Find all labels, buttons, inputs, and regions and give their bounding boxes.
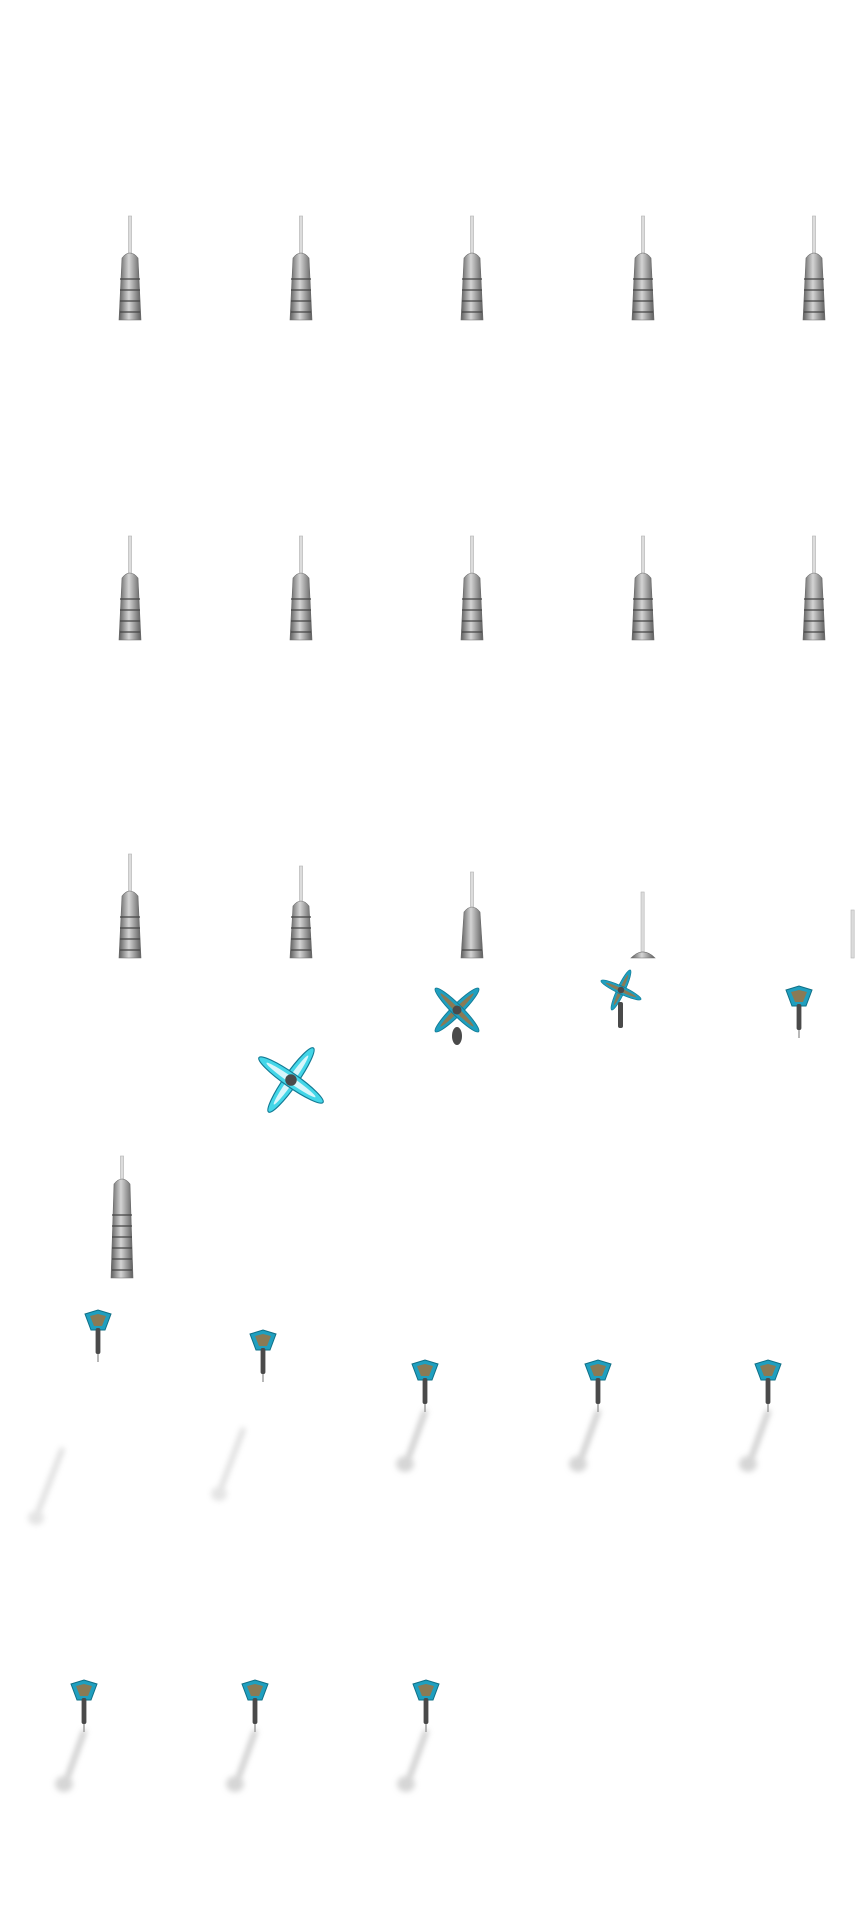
sprite-frame-16 <box>513 640 684 1140</box>
dart-shadow <box>28 1447 65 1525</box>
sprite-frame-7 <box>171 320 342 641</box>
dart-front <box>411 1359 439 1412</box>
sprite-frame-21 <box>342 1280 513 1600</box>
sprite-frame-25 <box>171 1600 342 1920</box>
sprite-frame-4 <box>513 0 684 321</box>
sprite-frame-13 <box>342 640 513 1280</box>
dart-tumbling-flight-icon <box>630 891 656 959</box>
dart-barrel <box>118 215 142 321</box>
dart-barrel-back-icon <box>289 865 313 959</box>
dart-shaft <box>618 1002 623 1028</box>
dart-barrel <box>460 871 484 959</box>
dart-barrel <box>802 215 826 321</box>
sprite-frame-17 <box>684 640 855 1140</box>
dart-with-shadow-icon <box>739 1359 782 1472</box>
sprite-frame-11 <box>0 640 171 1280</box>
sprite-frame-26 <box>342 1600 513 1920</box>
sprite-frame-1 <box>0 0 171 321</box>
dart-front <box>70 1679 98 1732</box>
dart-shaft <box>452 1027 462 1045</box>
dart-shadow <box>396 1409 428 1472</box>
dart-with-shadow-icon <box>569 1359 612 1472</box>
dart-barrel-back-icon <box>802 535 826 641</box>
dart-with-shadow-icon <box>211 1329 277 1501</box>
dart-tumbling-flight-icon <box>434 987 480 1045</box>
sprite-frame-15 <box>684 640 855 1280</box>
sprite-frame-20 <box>171 1280 342 1600</box>
sprite-frame-6 <box>0 320 171 641</box>
dart-flight <box>434 987 480 1033</box>
dart-shadow <box>397 1729 429 1792</box>
dart-front <box>785 985 813 1038</box>
dart-front <box>754 1359 782 1412</box>
dart-with-shadow-icon <box>226 1679 269 1792</box>
dart-flight <box>600 969 642 1011</box>
dart-barrel-back-icon <box>289 215 313 321</box>
sprite-frame-23 <box>684 1280 855 1600</box>
dart-barrel <box>118 535 142 641</box>
sprite-frame-24 <box>0 1600 171 1920</box>
dart-barrel <box>289 535 313 641</box>
sprite-frame-22 <box>513 1280 684 1600</box>
sprite-frame-10 <box>684 320 855 641</box>
dart-shadow <box>211 1427 246 1501</box>
dart-barrel-back-icon <box>631 215 655 321</box>
dart-with-shadow-icon <box>397 1679 440 1792</box>
dart-front <box>84 1309 112 1362</box>
dart-front <box>412 1679 440 1732</box>
dart-barrel-back-icon <box>118 853 142 959</box>
dart-barrel <box>289 865 313 959</box>
dart-barrel <box>802 535 826 641</box>
dart-barrel <box>460 535 484 641</box>
dart-shadow <box>569 1409 601 1472</box>
dart-barrel <box>118 853 142 959</box>
dart-barrel <box>110 1155 134 1279</box>
dart-tumbling-flight-icon <box>600 969 642 1028</box>
dart-barrel-back-icon <box>460 215 484 321</box>
dart-barrel-back-icon <box>118 215 142 321</box>
dart-shadow <box>55 1729 87 1792</box>
sprite-frame-9 <box>513 320 684 641</box>
dart-shadow <box>226 1729 258 1792</box>
dart-front <box>249 1329 277 1382</box>
dart-tumbling-flight-icon <box>850 909 855 959</box>
sprite-frame-3 <box>342 0 513 321</box>
dart-barrel-back-icon <box>460 871 484 959</box>
dart-barrel-back-icon <box>118 535 142 641</box>
dart-barrel <box>631 535 655 641</box>
sprite-frame-15 <box>342 640 513 1140</box>
dart-barrel-back-icon <box>289 535 313 641</box>
dart-with-shadow-icon <box>396 1359 439 1472</box>
dart-front <box>241 1679 269 1732</box>
dart-with-shadow-icon <box>55 1679 98 1792</box>
sprite-frame-2 <box>171 0 342 321</box>
sprite-frame-14 <box>171 640 342 1140</box>
sprite-frame-19 <box>0 1280 171 1600</box>
sprite-frame-14 <box>513 640 684 1280</box>
dart-tumbling-flight-icon <box>258 1047 324 1113</box>
dart-shadow <box>739 1409 771 1472</box>
dart-barrel <box>289 215 313 321</box>
dart-barrel <box>460 215 484 321</box>
sprite-frame-8 <box>342 320 513 641</box>
dart-flight-front-icon <box>785 985 813 1038</box>
sprite-frame-12 <box>171 640 342 1280</box>
dart-barrel-back-icon <box>802 215 826 321</box>
dart-flight-front-icon <box>28 1309 112 1525</box>
sprite-frame-5 <box>684 0 855 321</box>
dart-barrel-tall-icon <box>110 1155 134 1279</box>
dart-barrel-back-icon <box>631 535 655 641</box>
dart-barrel <box>631 215 655 321</box>
dart-flight <box>258 1047 324 1113</box>
dart-barrel-back-icon <box>460 535 484 641</box>
sprite-frame-18 <box>0 1140 171 1280</box>
dart-front <box>584 1359 612 1412</box>
